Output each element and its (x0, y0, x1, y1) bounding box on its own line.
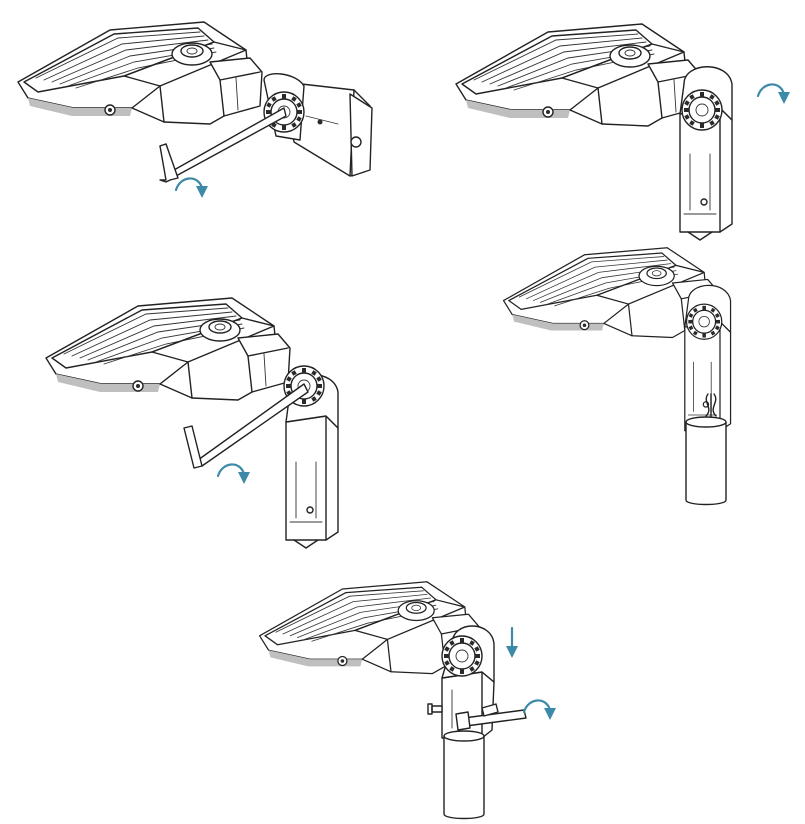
down-arrow (506, 626, 518, 658)
pole (443, 730, 485, 820)
wires (705, 393, 717, 419)
rotate-arrow (756, 83, 792, 106)
rotate-arrow (174, 177, 210, 200)
step-3 (45, 297, 339, 549)
knuckle-disc (441, 635, 483, 677)
knuckle-disc (681, 89, 723, 131)
rotate-arrow (522, 699, 558, 722)
light-fixture (45, 297, 291, 401)
step-5 (258, 581, 558, 820)
rotate-arrow (216, 463, 252, 486)
hex-key (183, 383, 309, 469)
step-1 (17, 21, 373, 200)
step-4 (502, 247, 732, 506)
step-2 (455, 23, 792, 241)
set-screw (427, 703, 443, 715)
pole (685, 416, 727, 506)
hex-key (159, 107, 287, 183)
hex-key (455, 703, 527, 731)
light-fixture (17, 21, 263, 125)
light-fixture (455, 23, 701, 127)
knuckle-disc (685, 303, 723, 340)
